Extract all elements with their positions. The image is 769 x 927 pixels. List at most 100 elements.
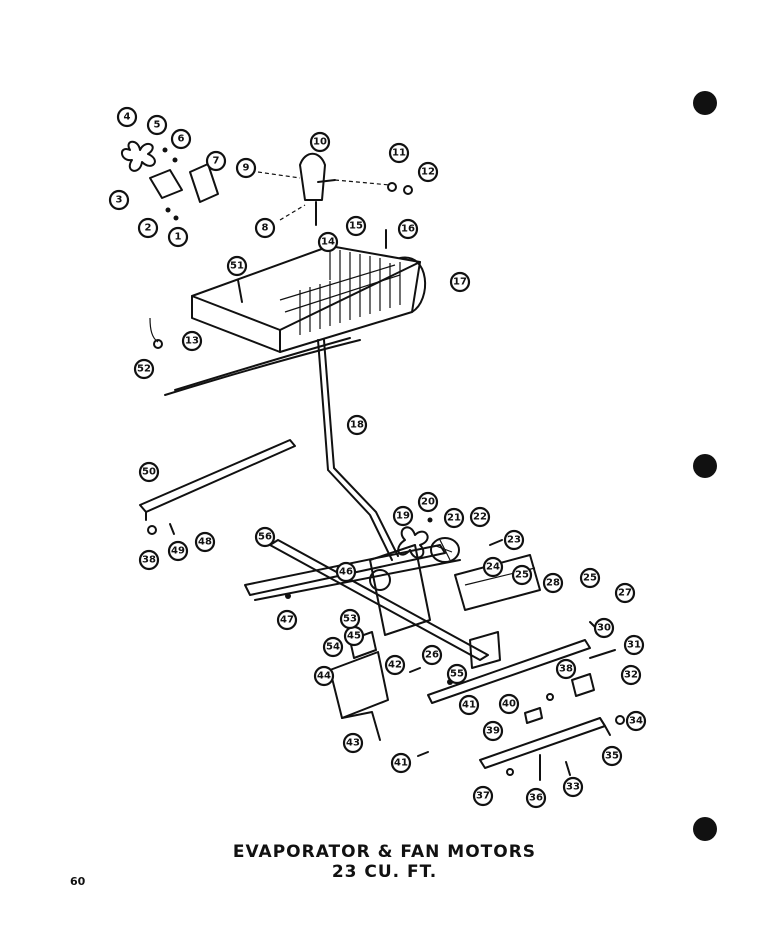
callout-number: 54: [326, 642, 340, 653]
drain-trough-edge: [164, 339, 361, 396]
defrost-bracket-assembly: [257, 152, 413, 249]
callout-number: 35: [605, 751, 619, 762]
callout-c35: 35: [601, 745, 623, 767]
callout-number: 26: [425, 650, 439, 661]
callout-c32: 32: [620, 664, 642, 686]
callout-c2: 2: [137, 217, 159, 239]
callout-c36: 36: [525, 787, 547, 809]
callout-c3: 3: [108, 189, 130, 211]
callout-c21: 21: [443, 507, 465, 529]
frame-rail-right: [427, 639, 591, 704]
callout-c38: 38: [555, 658, 577, 680]
callout-c4: 4: [116, 106, 138, 128]
callout-circle: [482, 720, 504, 742]
callout-c25b: 25: [579, 567, 601, 589]
callout-c17: 17: [449, 271, 471, 293]
suction-tube: [317, 339, 393, 561]
callout-number: 8: [262, 223, 269, 234]
defrost-terminal: [153, 339, 163, 349]
callout-number: 37: [476, 791, 490, 802]
lower-fan-blade: [397, 526, 429, 559]
callout-circle: [601, 745, 623, 767]
callout-circle: [276, 609, 298, 631]
callout-c5: 5: [146, 114, 168, 136]
callout-c44: 44: [313, 665, 335, 687]
callout-number: 31: [627, 640, 641, 651]
callout-number: 40: [502, 699, 516, 710]
callout-c22: 22: [469, 506, 491, 528]
callout-c50: 50: [138, 461, 160, 483]
lower-cover: [329, 651, 389, 719]
callout-circle: [542, 572, 564, 594]
callout-c45: 45: [343, 625, 365, 647]
evaporator-coil: [149, 245, 427, 561]
callout-circle: [623, 634, 645, 656]
callout-number: 46: [339, 567, 353, 578]
callout-c40: 40: [498, 693, 520, 715]
callout-number: 47: [280, 615, 294, 626]
callout-c23: 23: [503, 529, 525, 551]
callout-circle: [317, 231, 339, 253]
callout-number: 4: [124, 112, 131, 123]
callout-c52: 52: [133, 358, 155, 380]
callout-circle: [138, 461, 160, 483]
callout-circle: [525, 787, 547, 809]
binder-hole: [693, 817, 717, 841]
callout-c20: 20: [417, 491, 439, 513]
diagram-title: EVAPORATOR & FAN MOTORS: [232, 842, 537, 862]
callout-c12: 12: [417, 161, 439, 183]
binder-hole: [693, 91, 717, 115]
callout-number: 9: [243, 163, 250, 174]
callout-circle: [388, 142, 410, 164]
callout-c18: 18: [346, 414, 368, 436]
callout-c48: 48: [194, 531, 216, 553]
callout-number: 43: [346, 738, 360, 749]
callout-c1: 1: [167, 226, 189, 248]
callout-circle: [390, 752, 412, 774]
callout-number: 30: [597, 623, 611, 634]
callout-circle: [458, 694, 480, 716]
callout-number: 10: [313, 137, 327, 148]
callout-c56: 56: [254, 526, 276, 548]
page-number: 60: [70, 875, 86, 888]
callout-circle: [417, 161, 439, 183]
callout-number: 22: [473, 512, 487, 523]
callout-circle: [482, 556, 504, 578]
callout-circle: [614, 582, 636, 604]
callout-c51: 51: [226, 255, 248, 277]
callout-circle: [345, 215, 367, 237]
upper-rail: [139, 439, 296, 535]
callout-circle: [443, 507, 465, 529]
callout-circle: [194, 531, 216, 553]
callout-number: 23: [507, 535, 521, 546]
callout-number: 41: [394, 758, 408, 769]
callout-circle: [116, 106, 138, 128]
callout-circle: [511, 564, 533, 586]
callout-circle: [625, 710, 647, 732]
callout-number: 19: [396, 511, 410, 522]
callout-number: 41: [462, 700, 476, 711]
callout-number: 21: [447, 513, 461, 524]
callout-number: 27: [618, 588, 632, 599]
callout-circle: [449, 271, 471, 293]
callout-c8: 8: [254, 217, 276, 239]
callout-c47: 47: [276, 609, 298, 631]
callout-circle: [469, 506, 491, 528]
callout-circle: [339, 608, 361, 630]
callout-number: 3: [116, 195, 123, 206]
callout-number: 2: [145, 223, 152, 234]
callout-number: 15: [349, 221, 363, 232]
callout-number: 38: [559, 664, 573, 675]
lower-fan-motor: [430, 537, 460, 563]
callout-c16: 16: [397, 218, 419, 240]
callout-c33: 33: [562, 776, 584, 798]
callout-c26: 28: [542, 572, 564, 594]
fan-shroud: [369, 544, 431, 636]
fan-bracket: [149, 169, 183, 199]
binder-hole: [693, 454, 717, 478]
callout-c53: 53: [339, 608, 361, 630]
callout-circle: [335, 561, 357, 583]
callout-number: 25: [583, 573, 597, 584]
fan-motor: [189, 163, 219, 203]
